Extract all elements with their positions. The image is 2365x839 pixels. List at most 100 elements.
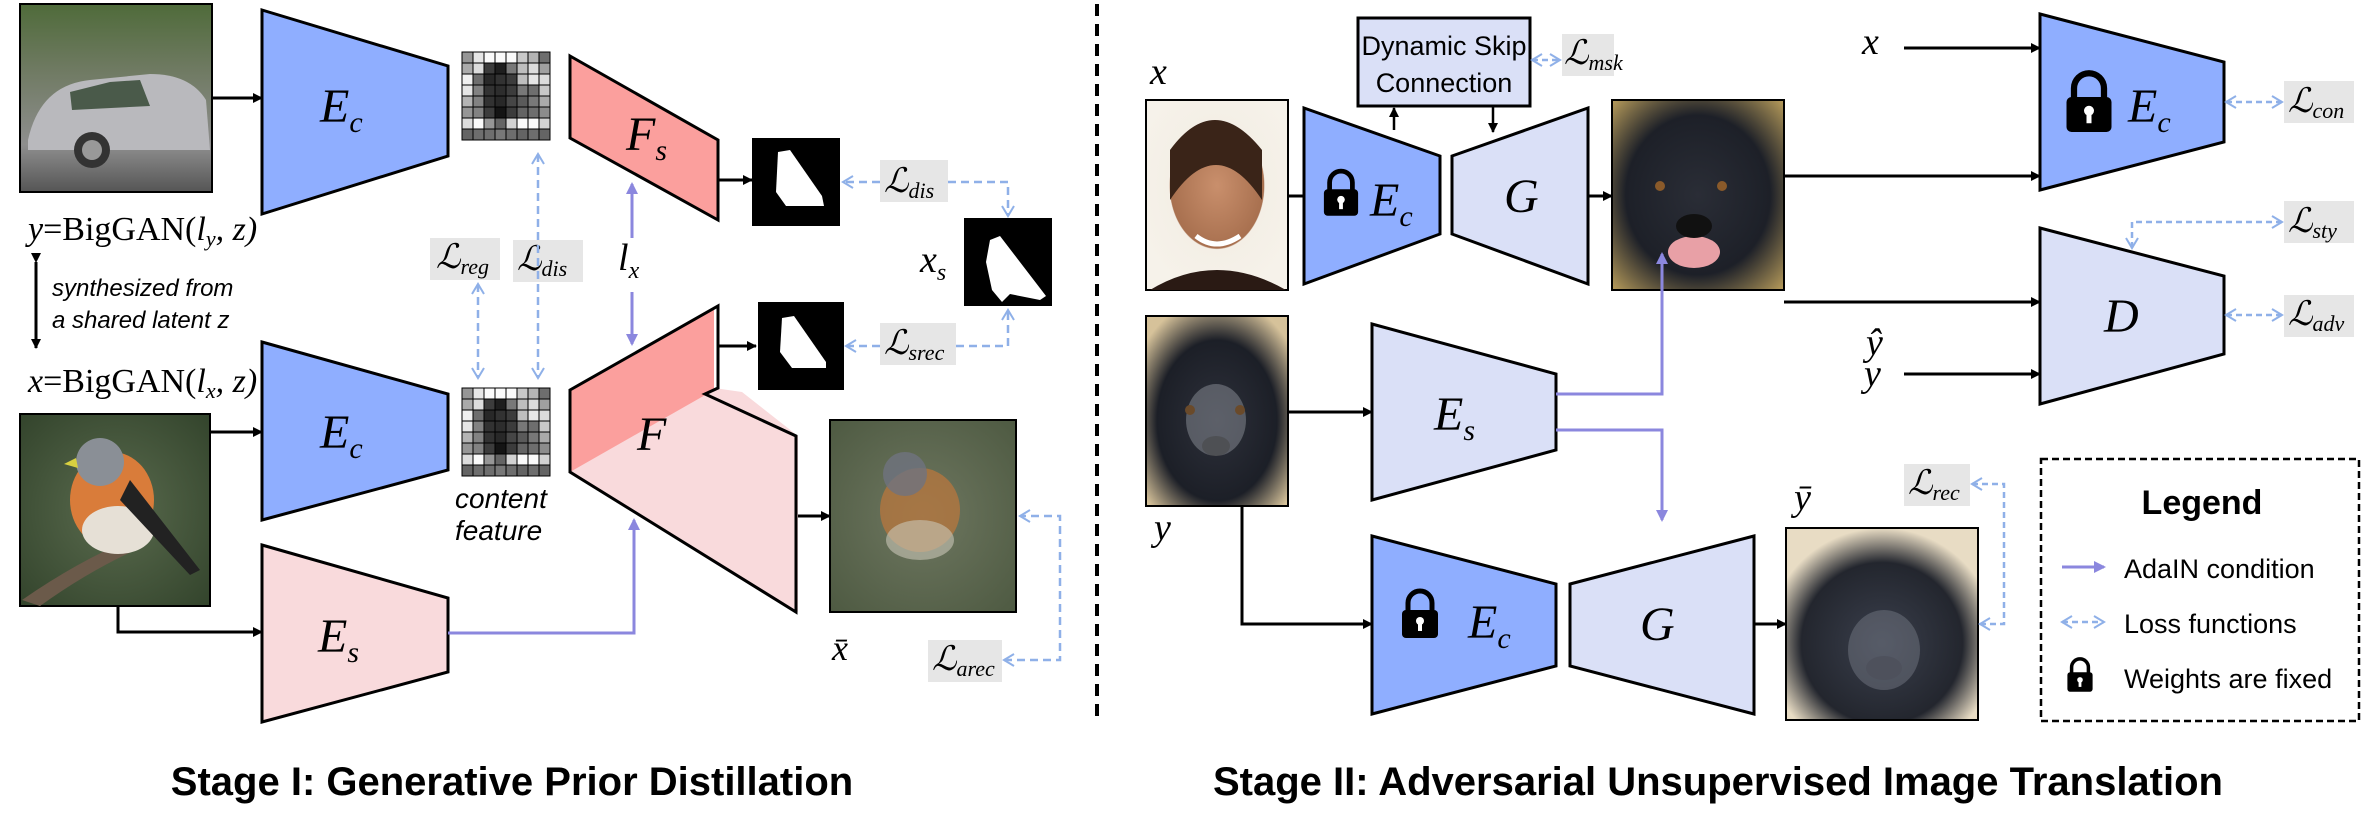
feature-cell: [494, 420, 507, 433]
discriminator-d: D: [2038, 226, 2226, 406]
feature-cell: [461, 420, 474, 433]
feature-cell: [472, 106, 485, 119]
feature-cell: [494, 442, 507, 455]
feature-cell: [538, 464, 551, 477]
feature-cell: [472, 453, 485, 466]
feature-cell: [472, 409, 485, 422]
feature-cell: [527, 51, 540, 64]
feature-cell: [538, 442, 551, 455]
dog-style-image: [1145, 315, 1289, 507]
feature-cell: [516, 128, 529, 141]
svg-text:ℒsty: ℒsty: [2288, 203, 2337, 243]
feature-cell: [494, 453, 507, 466]
feature-cell: [516, 106, 529, 119]
feature-cell: [461, 387, 474, 400]
svg-text:ℒsrec: ℒsrec: [884, 325, 945, 365]
style-encoder-stage1: Es: [260, 543, 450, 724]
feature-cell: [516, 431, 529, 444]
feature-cell: [505, 62, 518, 75]
feature-cell: [538, 106, 551, 119]
feature-cell: [494, 398, 507, 411]
content-encoder-top-locked: Ec: [1302, 105, 1442, 287]
bird-image: [19, 413, 211, 607]
mask-image-top: [752, 138, 840, 226]
stage2: x Dynamic Skip Connection ℒmsk Ec: [1145, 12, 2361, 804]
generator-g-bottom: G: [1568, 534, 1756, 716]
feature-cell: [527, 398, 540, 411]
svg-text:ℒmsk: ℒmsk: [1564, 35, 1624, 75]
ec-top-label: Ec: [319, 80, 363, 139]
feature-cell: [516, 398, 529, 411]
mask-image-xs: [964, 218, 1052, 306]
feature-cell: [461, 62, 474, 75]
feature-cell: [505, 95, 518, 108]
svg-text:ℒcon: ℒcon: [2288, 83, 2344, 123]
feature-cell: [483, 84, 496, 97]
feature-cell: [461, 128, 474, 141]
svg-text:Dynamic Skip: Dynamic Skip: [1361, 31, 1526, 61]
feature-cell: [505, 387, 518, 400]
svg-text:Ec: Ec: [1467, 596, 1511, 655]
feature-cell: [527, 387, 540, 400]
loss-con: ℒcon: [2284, 81, 2354, 123]
loss-rec: ℒrec: [1904, 464, 1970, 506]
feature-cell: [527, 431, 540, 444]
feature-cell: [505, 453, 518, 466]
reconstructed-bird-image: [829, 419, 1017, 613]
content-feature-label-line2: feature: [455, 515, 542, 546]
feature-cell: [472, 387, 485, 400]
feature-cell: [516, 84, 529, 97]
feature-cell: [494, 128, 507, 141]
generator-f: F: [568, 303, 798, 615]
feature-cell: [527, 84, 540, 97]
reconstructed-dog-image: [1785, 527, 1979, 721]
feature-cell: [483, 442, 496, 455]
feature-cell: [461, 442, 474, 455]
style-encoder-stage2: Es: [1370, 322, 1558, 502]
xbar-label: x̄: [831, 628, 848, 668]
legend: Legend AdaIN condition Loss functions We…: [2039, 457, 2361, 723]
feature-cell: [527, 95, 540, 108]
feature-cell: [483, 387, 496, 400]
content-feature-grid-top: [461, 51, 551, 141]
loss-srec: ℒsrec: [880, 323, 956, 365]
svg-text:Ec: Ec: [1369, 174, 1413, 233]
lx-label: lx: [618, 237, 640, 284]
feature-cell: [538, 453, 551, 466]
feature-cell: [483, 398, 496, 411]
shared-note-line2: a shared latent z: [52, 307, 229, 334]
feature-cell: [538, 84, 551, 97]
legend-item-adain: AdaIN condition: [2124, 554, 2315, 584]
loss-reg: ℒreg: [430, 238, 500, 280]
feature-cell: [494, 106, 507, 119]
feature-cell: [527, 453, 540, 466]
feature-cell: [472, 84, 485, 97]
feature-cell: [527, 62, 540, 75]
svg-text:D: D: [2103, 290, 2139, 343]
feature-cell: [505, 398, 518, 411]
svg-text:ℒarec: ℒarec: [932, 641, 995, 681]
content-feature-label-line1: content: [455, 483, 548, 514]
feature-cell: [538, 398, 551, 411]
loss-msk: ℒmsk: [1562, 34, 1624, 76]
feature-cell: [538, 431, 551, 444]
content-encoder-right-locked: Ec: [2038, 12, 2226, 192]
stage1: Ec Fs ℒdis xs ℒsrec: [19, 3, 1062, 804]
feature-cell: [538, 420, 551, 433]
adain-connection-top: [1556, 252, 1668, 396]
feature-cell: [527, 128, 540, 141]
feature-cell: [483, 73, 496, 86]
yhat-label: ŷ: [1862, 322, 1883, 364]
feature-cell: [505, 409, 518, 422]
feature-cell: [516, 464, 529, 477]
feature-cell: [505, 84, 518, 97]
feature-cell: [516, 453, 529, 466]
feature-cell: [505, 106, 518, 119]
mask-image-bottom: [758, 302, 844, 390]
feature-cell: [461, 73, 474, 86]
feature-cell: [494, 51, 507, 64]
feature-cell: [505, 51, 518, 64]
feature-cell: [505, 117, 518, 130]
svg-text:ℒreg: ℒreg: [436, 239, 489, 279]
feature-cell: [494, 409, 507, 422]
